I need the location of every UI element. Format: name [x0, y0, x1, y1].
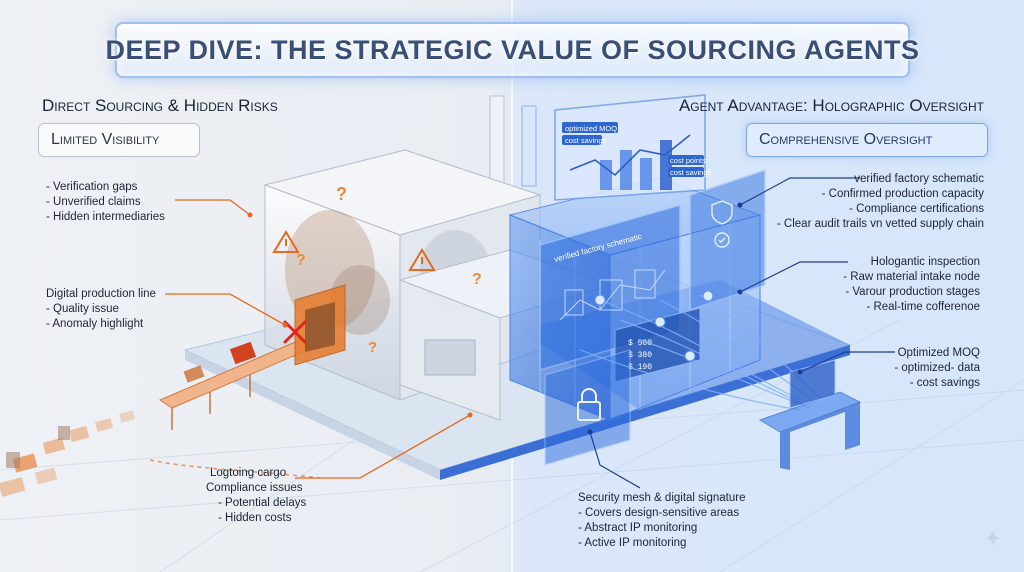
callout-subheading: Compliance issues	[206, 482, 303, 494]
callout-item: - optimized- data	[894, 362, 980, 374]
shield-icon	[711, 200, 733, 225]
inspection-callout: Hologantic inspection - Raw material int…	[843, 255, 980, 315]
callout-item: - cost savings	[909, 377, 980, 389]
callout-item: - Verification gaps	[46, 181, 138, 193]
callout-item: - Anomaly highlight	[46, 318, 144, 330]
certificate-icon	[714, 232, 730, 248]
holo-data-row: $ 380	[628, 351, 652, 360]
warning-triangle-icon	[272, 230, 300, 253]
callout-item: - Hidden intermediaries	[46, 211, 165, 223]
cargo-callout: Logtoing cargo Compliance issues - Poten…	[206, 466, 307, 526]
callout-heading: Digital production line	[46, 288, 156, 300]
question-mark-icon: ?	[296, 252, 306, 269]
limited-visibility-badge: Limited Visibility	[38, 123, 200, 157]
callout-heading: verified factory schematic	[854, 173, 984, 185]
production-line-callout: Digital production line - Quality issue …	[46, 287, 156, 332]
production-line	[158, 284, 346, 430]
lock-icon	[577, 388, 601, 421]
callout-item: - Quality issue	[46, 303, 119, 315]
question-mark-icon: ?	[368, 339, 377, 356]
comprehensive-oversight-badge: Comprehensive Oversight	[746, 123, 988, 157]
holo-chart-label: cost points	[670, 156, 706, 165]
callout-heading: Hologantic inspection	[870, 256, 980, 268]
question-mark-icon: ?	[472, 271, 482, 288]
warning-triangle-icon	[408, 248, 436, 271]
callout-item: - Clear audit trails vn vetted supply ch…	[776, 218, 984, 230]
security-callout: Security mesh & digital signature - Cove…	[578, 491, 745, 551]
callout-item: - Potential delays	[218, 497, 307, 509]
risks-callout: - Verification gaps - Unverified claims …	[46, 180, 165, 225]
holo-data-row: $ 500	[628, 339, 652, 348]
holo-data-row: $ 190	[628, 363, 652, 372]
sparkle-icon: ✦	[983, 526, 1002, 551]
page-title: DEEP DIVE: THE STRATEGIC VALUE OF SOURCI…	[105, 34, 920, 65]
right-heading: Agent Advantage: Holographic Oversight	[678, 96, 984, 115]
callout-heading: Logtoing cargo	[210, 467, 287, 479]
callout-item: - Unverified claims	[46, 196, 141, 208]
holo-chart-label: optimized MOQ	[565, 124, 617, 133]
moq-callout: Optimized MOQ - optimized- data - cost s…	[894, 346, 980, 391]
callout-item: - Covers design-sensitive areas	[578, 507, 740, 519]
callout-item: - Abstract IP monitoring	[578, 522, 698, 534]
callout-item: - Real-time cofferenoe	[866, 301, 980, 313]
holo-chart-label: cost savings	[670, 168, 712, 177]
callout-item: - Raw material intake node	[843, 271, 980, 283]
error-x-icon	[283, 320, 307, 344]
holo-bar-chart	[569, 134, 691, 190]
holo-chart-label: cost savings	[565, 136, 607, 145]
callout-item: - Confirmed production capacity	[821, 188, 984, 200]
schematic-callout: verified factory schematic - Confirmed p…	[777, 172, 984, 232]
title-banner: DEEP DIVE: THE STRATEGIC VALUE OF SOURCI…	[105, 22, 919, 78]
callout-heading: Security mesh & digital signature	[578, 492, 746, 504]
callout-heading: Optimized MOQ	[897, 347, 980, 359]
callout-item: - Active IP monitoring	[578, 537, 687, 549]
callout-item: - Varour production stages	[845, 286, 980, 298]
callout-item: - Compliance certifications	[849, 203, 984, 215]
callout-item: - Hidden costs	[218, 512, 292, 524]
question-mark-icon: ?	[336, 184, 347, 204]
left-heading: Direct Sourcing & Hidden Risks	[42, 96, 278, 115]
